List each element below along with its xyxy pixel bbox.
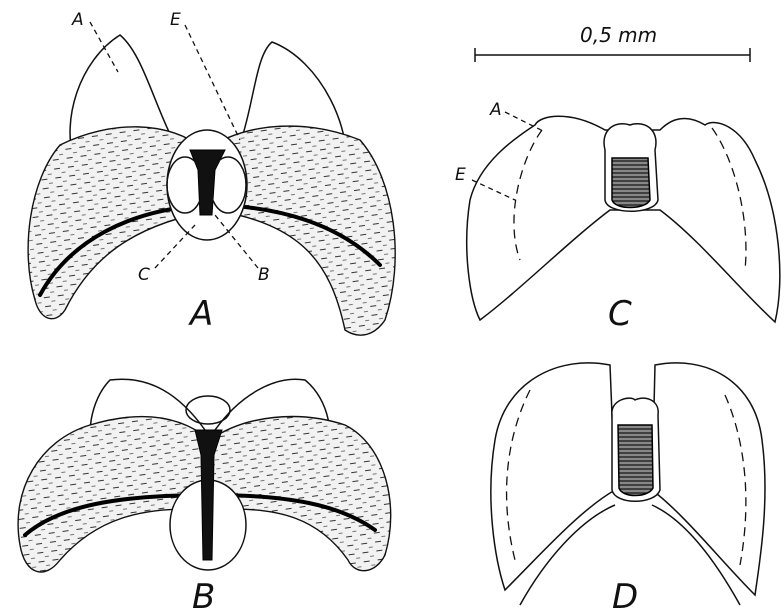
panel-a-callout-a: A	[71, 10, 84, 30]
panel-d-right-wing	[652, 363, 765, 595]
panel-a-leader-e	[185, 25, 240, 140]
panel-c-callout-e: E	[455, 165, 466, 185]
panel-d: D	[491, 363, 765, 612]
panel-c-central-hatched	[612, 158, 650, 208]
panel-a-callout-e: E	[170, 10, 181, 30]
panel-a-label: A	[188, 294, 213, 334]
panel-a-leader-c	[155, 225, 195, 268]
scale-bar: 0,5 mm	[475, 23, 750, 62]
panel-c: A E C	[455, 100, 780, 334]
scale-bar-label: 0,5 mm	[580, 23, 657, 47]
panel-b-label: B	[192, 577, 215, 612]
panel-c-label: C	[608, 294, 632, 334]
panel-b: B	[18, 379, 391, 612]
panel-a-callout-c: C	[138, 265, 150, 285]
panel-d-label: D	[612, 577, 638, 612]
panel-a: A E C B A	[28, 10, 395, 335]
panel-c-callout-a: A	[489, 100, 502, 120]
panel-d-central-hatched	[618, 425, 653, 496]
panel-a-callout-b: B	[258, 265, 270, 285]
panel-b-small-top-oval	[186, 396, 230, 424]
